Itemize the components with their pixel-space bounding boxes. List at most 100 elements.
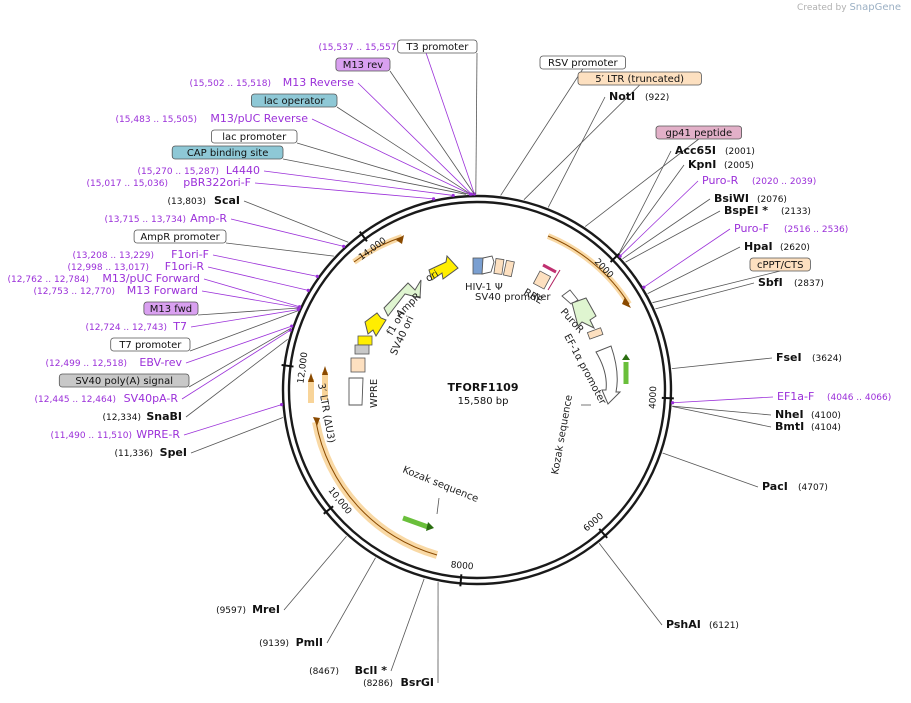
- label-ampr-promoter: AmpR promoter: [133, 229, 227, 244]
- box-text-t3-promoter: T3 promoter: [405, 42, 469, 53]
- leader-t7-primer: [190, 309, 299, 328]
- name-kpni: KpnI: [688, 158, 716, 171]
- box-t7-promoter: [110, 337, 191, 352]
- 5-ltr-block: [472, 257, 484, 275]
- leader-sv40pa-r: [181, 329, 291, 400]
- label-m13-fwd: M13 fwd: [143, 301, 199, 316]
- orf-head-left-2: [322, 366, 328, 375]
- label-puro-r: Puro-R(2020 .. 2039): [702, 174, 816, 187]
- range-t3-primer: (15,537 .. 15,557): [319, 43, 400, 53]
- orf-head-bottom-left: [313, 417, 320, 426]
- leader-bsiwi: [622, 198, 711, 260]
- ruler-tick: [323, 505, 334, 515]
- range-paci: (4707): [798, 483, 828, 493]
- range-f1ori-f: (13,208 .. 13,229): [73, 251, 154, 261]
- label-t7-promoter: T7 promoter: [110, 337, 191, 352]
- name-m13puc-reverse: M13/pUC Reverse: [210, 112, 308, 125]
- plasmid-name: TFORF1109: [448, 381, 519, 394]
- name-ef1a-f: EF1a-F: [777, 390, 814, 403]
- range-m13-reverse: (15,502 .. 15,518): [190, 79, 271, 89]
- range-f1ori-r: (12,998 .. 13,017): [68, 263, 149, 273]
- ruler-tick-label: 4000: [648, 386, 659, 410]
- box-text-m13-rev: M13 rev: [343, 60, 384, 71]
- kozak-right-label: Kozak sequence: [550, 394, 575, 475]
- range-bmti: (4104): [811, 423, 841, 433]
- orf-head-top-left: [396, 235, 404, 244]
- label-ebv-rev: EBV-rev(12,499 .. 12,518): [46, 356, 183, 369]
- outer-backbone-ring: [281, 194, 673, 586]
- leader-noti: [547, 96, 606, 208]
- label-mrei: MreI(9597): [216, 603, 280, 616]
- label-cppt-cts: cPPT/CTS: [749, 257, 811, 272]
- leader-bcli: [390, 578, 425, 672]
- box-text-lac-promoter: lac promoter: [222, 132, 287, 143]
- primer-mark-wpre-r: [279, 403, 284, 407]
- range-wpre-r: (11,490 .. 11,510): [51, 431, 132, 441]
- range-pmli: (9139): [259, 639, 289, 649]
- name-f1ori-f: F1ori-F: [171, 248, 209, 261]
- label-kpni: KpnI(2005): [688, 158, 754, 171]
- primer-mark-t7-primer: [296, 308, 300, 312]
- label-puro-f: Puro-F(2516 .. 2536): [734, 222, 848, 235]
- hiv1-psi-block: [481, 255, 495, 275]
- leader-puro-r: [619, 180, 699, 257]
- label-pmli: PmlI(9139): [259, 636, 323, 649]
- box-cppt-cts: [749, 257, 811, 272]
- range-t7-primer: (12,724 .. 12,743): [86, 323, 167, 333]
- primer-mark-ef1a-f: [670, 401, 675, 405]
- box-text-ampr-promoter: AmpR promoter: [140, 232, 220, 243]
- primer-mark-puro-f: [642, 285, 646, 289]
- sv40-promoter-block: [561, 289, 579, 305]
- leader-sbfi: [655, 282, 755, 310]
- label-bcli: BclI *(8467): [309, 664, 387, 677]
- label-scai: ScaI(13,803): [167, 194, 240, 207]
- name-nhei: NheI: [775, 408, 804, 421]
- label-pbr322ori-f: pBR322ori-F(15,017 .. 15,036): [87, 176, 251, 189]
- orf-head-top-right: [622, 297, 631, 308]
- label-snabi: SnaBI(12,334): [102, 410, 182, 423]
- box-m13-fwd: [143, 301, 199, 316]
- leader-f1ori-r: [207, 266, 309, 291]
- leader-ampr-promoter: [225, 242, 334, 257]
- box-gp41-peptide: [655, 125, 742, 140]
- snapgene-brand: SnapGene: [849, 2, 901, 13]
- box-lac-promoter: [210, 129, 298, 144]
- label-m13-reverse: M13 Reverse (15,502 .. 15,518): [190, 76, 355, 89]
- label-ef1a-f: EF1a-F(4046 .. 4066): [777, 390, 891, 403]
- leader-ebv-rev: [185, 325, 292, 364]
- range-bsiwi: (2076): [757, 195, 787, 205]
- label-gp41-peptide: gp41 peptide: [655, 125, 742, 140]
- f1-ori-arrow: [364, 312, 387, 338]
- leader-rsv-promoter: [500, 68, 584, 196]
- name-ebv-rev: EBV-rev: [139, 356, 182, 369]
- label-hpai: HpaI(2620): [744, 240, 810, 253]
- name-m13-reverse: M13 Reverse: [283, 76, 354, 89]
- leader-hpai: [647, 246, 741, 294]
- label-l4440: L4440(15,270 .. 15,287): [138, 164, 260, 177]
- name-bmti: BmtI: [775, 420, 804, 433]
- leader-scai: [243, 200, 349, 243]
- ruler-tick: [598, 528, 608, 539]
- label-lac-promoter: lac promoter: [210, 129, 298, 144]
- label-f1ori-f: F1ori-F (13,208 .. 13,229): [73, 248, 209, 261]
- leader-kpni: [618, 164, 685, 255]
- ef1a-promoter-arrow: [595, 345, 622, 405]
- label-bmti: BmtI (4104): [775, 420, 841, 433]
- leader-spei: [190, 417, 284, 454]
- leader-gp41-peptide: [584, 138, 700, 227]
- feature-layer: [308, 233, 632, 559]
- puror-arrow: [571, 297, 597, 330]
- label-wpre-r: WPRE-R(11,490 .. 11,510): [51, 428, 181, 441]
- label-m13puc-forward: M13/pUC Forward(12,762 .. 12,784): [8, 272, 200, 285]
- range-bsrgi: (8286): [363, 679, 393, 689]
- name-bspei: BspEI *: [724, 204, 768, 217]
- range-amp-r: (13,715 .. 13,734): [105, 215, 186, 225]
- name-f1ori-r: F1ori-R: [165, 260, 205, 273]
- ruler-tick: [459, 574, 463, 587]
- kozak-bottom-leader: [436, 497, 440, 515]
- leader-m13puc-forward: [203, 278, 300, 308]
- name-spei: SpeI: [160, 446, 187, 459]
- leader-wpre-r: [183, 404, 282, 436]
- name-hpai: HpaI: [744, 240, 773, 253]
